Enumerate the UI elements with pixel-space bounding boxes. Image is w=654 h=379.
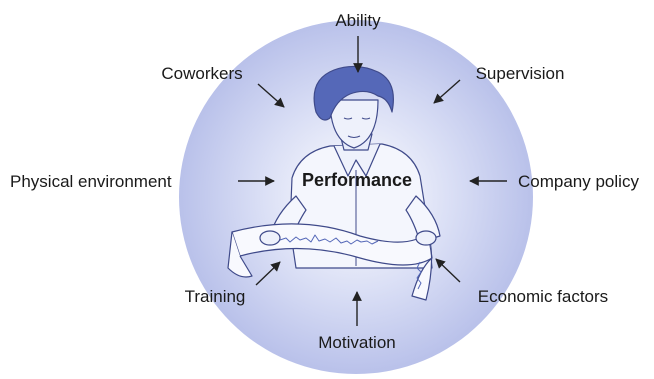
arrow-training <box>255 261 281 286</box>
center-label: Performance <box>302 170 412 190</box>
face <box>329 99 379 149</box>
factor-company-policy: Company policy <box>518 172 639 191</box>
collar <box>333 143 381 177</box>
printout-left-fold <box>227 231 253 278</box>
factor-economic-factors: Economic factors <box>478 287 608 306</box>
right-hand <box>415 230 437 246</box>
eyes <box>343 117 371 120</box>
worker-illustration <box>227 65 441 301</box>
printout-right-fold <box>411 231 433 301</box>
factor-ability: Ability <box>335 11 381 30</box>
factor-motivation: Motivation <box>318 333 395 352</box>
arrow-economic-factors <box>435 258 461 283</box>
left-hand <box>259 230 281 246</box>
arrow-coworkers <box>257 83 285 108</box>
factor-coworkers: Coworkers <box>161 64 242 83</box>
hair <box>313 65 394 121</box>
factor-supervision: Supervision <box>476 64 565 83</box>
arrow-supervision <box>433 79 461 104</box>
factor-physical-environment: Physical environment <box>10 172 172 191</box>
factor-training: Training <box>185 287 246 306</box>
printout-trace-fold <box>416 261 422 290</box>
mouth <box>347 135 361 138</box>
